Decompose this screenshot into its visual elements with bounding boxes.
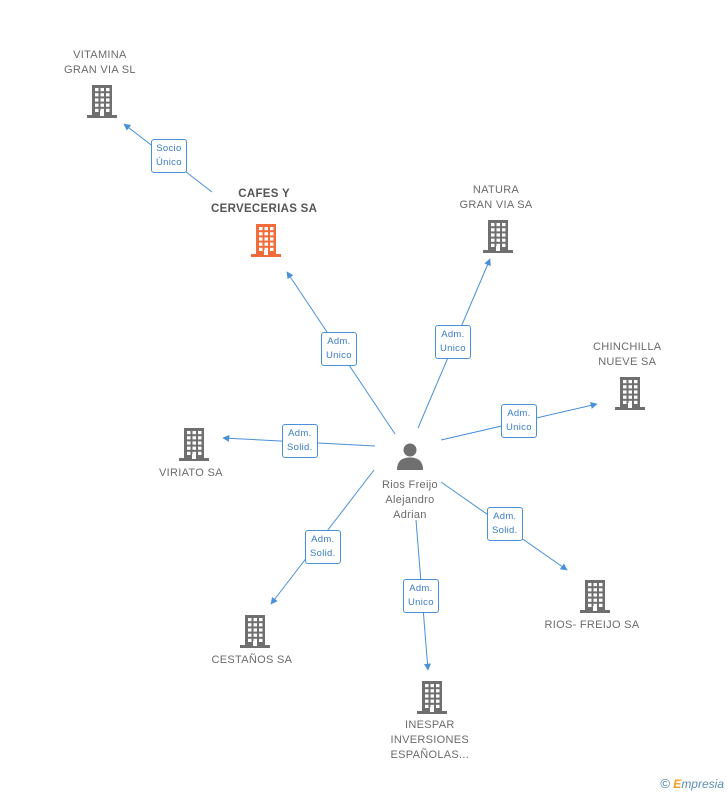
edge-label-text: Unico xyxy=(506,422,532,433)
node-label-line: CESTAÑOS SA xyxy=(211,654,293,666)
company-label-chinchilla[interactable]: CHINCHILLA NUEVE SA xyxy=(593,340,661,370)
building-icon[interactable] xyxy=(250,223,282,262)
building-icon[interactable] xyxy=(579,579,611,618)
node-label-line: VIRIATO SA xyxy=(159,467,223,479)
brand-name: mpresia xyxy=(681,777,724,791)
company-label-inespar[interactable]: INESPAR INVERSIONES ESPAÑOLAS... xyxy=(391,718,470,763)
node-label-line: NATURA xyxy=(472,184,520,196)
copyright-icon: © xyxy=(660,776,670,791)
edge-label-center-natura[interactable]: Adm. Unico xyxy=(435,325,471,359)
edge-label-text: Unico xyxy=(440,343,466,354)
building-icon[interactable] xyxy=(239,614,271,653)
edge-label-center-viriato[interactable]: Adm. Solid. xyxy=(282,424,318,458)
company-label-cestanos[interactable]: CESTAÑOS SA xyxy=(212,653,293,668)
building-icon[interactable] xyxy=(86,84,118,123)
node-label-line: Alejandro xyxy=(385,494,435,506)
company-label-viriato[interactable]: VIRIATO SA xyxy=(159,466,223,481)
node-label-line: INVERSIONES xyxy=(390,734,470,746)
edge-label-text: Adm. xyxy=(311,534,335,545)
node-label-line: INESPAR xyxy=(405,719,455,731)
brand-logo-letter: E xyxy=(673,777,682,791)
empresia-credit[interactable]: © Empresia xyxy=(660,776,724,791)
edge-label-center-cestanos[interactable]: Adm. Solid. xyxy=(305,530,341,564)
edge-label-text: Adm. xyxy=(507,408,531,419)
building-icon[interactable] xyxy=(416,680,448,719)
building-icon[interactable] xyxy=(614,376,646,415)
edge-label-center-chinchilla[interactable]: Adm. Unico xyxy=(501,404,537,438)
person-icon[interactable] xyxy=(396,442,424,475)
edge-label-text: Adm. xyxy=(327,336,351,347)
company-label-vitamina[interactable]: VITAMINA GRAN VIA SL xyxy=(64,48,136,78)
edge-label-center-inespar[interactable]: Adm. Unico xyxy=(403,579,439,613)
edge-label-center-cafes[interactable]: Adm. Unico xyxy=(321,332,357,366)
edge-label-text: Adm. xyxy=(441,329,465,340)
building-icon[interactable] xyxy=(482,219,514,258)
company-label-cafes[interactable]: CAFES Y CERVECERIAS SA xyxy=(211,187,317,217)
node-label-line: CHINCHILLA xyxy=(593,341,662,353)
node-label-line: Rios Freijo xyxy=(382,479,438,491)
edge-label-text: Unico xyxy=(326,350,352,361)
building-icon[interactable] xyxy=(178,427,210,466)
edge-label-text: Adm. xyxy=(409,583,433,594)
node-label-line: RIOS- FREIJO SA xyxy=(544,619,640,631)
node-label-line: GRAN VIA SL xyxy=(64,64,136,76)
node-label-line: NUEVE SA xyxy=(598,356,657,368)
node-label-line: CERVECERIAS SA xyxy=(211,203,318,215)
node-label-line: VITAMINA xyxy=(73,49,127,61)
node-label-line: GRAN VIA SA xyxy=(459,199,533,211)
edge-label-text: Solid. xyxy=(310,548,336,559)
company-label-rios[interactable]: RIOS- FREIJO SA xyxy=(545,618,640,633)
edge-label-center-rios[interactable]: Adm. Solid. xyxy=(487,507,523,541)
edge-label-text: Solid. xyxy=(492,525,518,536)
company-label-natura[interactable]: NATURA GRAN VIA SA xyxy=(460,183,533,213)
node-label-line: CAFES Y xyxy=(238,188,290,200)
edge-label-text: Adm. xyxy=(493,511,517,522)
node-label-line: Adrian xyxy=(393,509,427,521)
edge-label-text: Unico xyxy=(408,597,434,608)
edge-label-text: Único xyxy=(156,157,182,168)
edge-label-text: Adm. xyxy=(288,428,312,439)
edge-label-text: Solid. xyxy=(287,442,313,453)
edge-label-text: Socio xyxy=(156,143,182,154)
node-label-line: ESPAÑOLAS... xyxy=(390,749,470,761)
